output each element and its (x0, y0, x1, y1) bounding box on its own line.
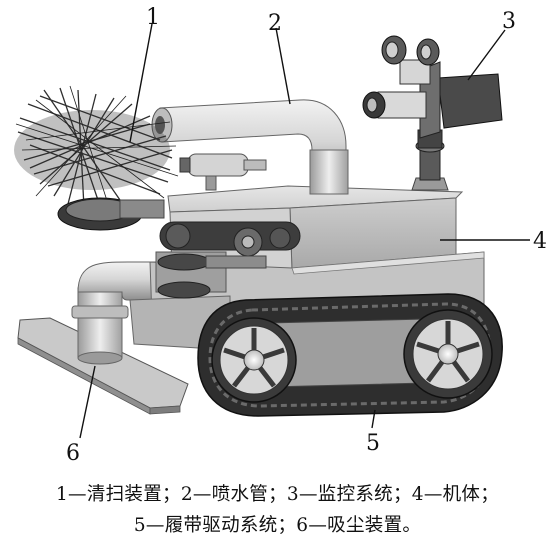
callout-3: 3 (502, 9, 516, 34)
spray-nozzle (179, 153, 267, 191)
callout-5: 5 (366, 431, 380, 456)
callout-2: 2 (268, 11, 282, 36)
suction-pipe (71, 261, 161, 365)
callout-4: 4 (533, 229, 547, 254)
track-wheel-front (211, 317, 297, 403)
monitoring-system (362, 35, 503, 191)
callout-1: 1 (146, 5, 160, 30)
callout-leaders (79, 23, 530, 439)
water-pipe (151, 99, 349, 195)
cleaning-brush (14, 85, 179, 231)
robot-diagram: 1 2 3 4 5 6 (14, 5, 547, 466)
gear-drive (155, 221, 301, 299)
caption-line-2: 5—履带驱动系统；6—吸尘装置。 (133, 515, 422, 536)
track-drive (197, 293, 503, 417)
caption-line-1: 1—清扫装置；2—喷水管；3—监控系统；4—机体； (55, 484, 500, 505)
callout-6: 6 (66, 441, 80, 466)
track-wheel-rear (403, 309, 493, 399)
